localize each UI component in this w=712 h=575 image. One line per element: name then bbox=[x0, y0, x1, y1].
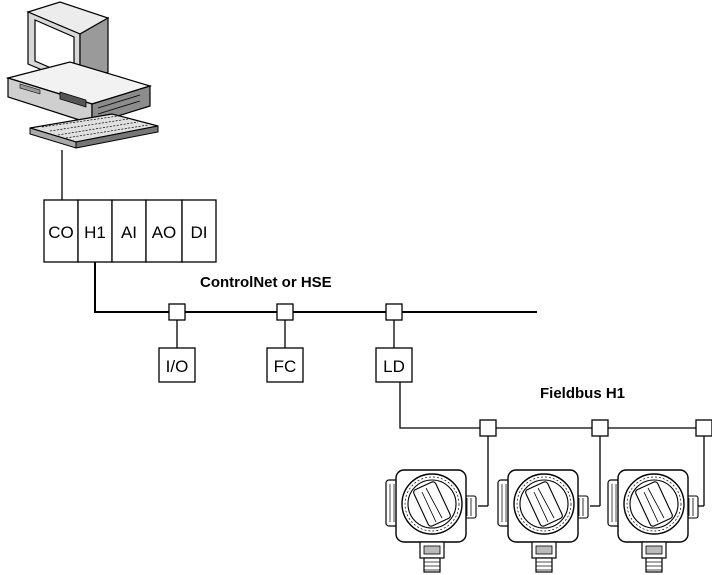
device-fc: FC bbox=[266, 347, 304, 383]
field-instrument-2 bbox=[497, 469, 589, 573]
junction-fc bbox=[276, 303, 294, 321]
workstation-icon bbox=[5, 1, 159, 149]
module-slot-ao bbox=[145, 199, 183, 263]
fieldbus-junction-1 bbox=[479, 419, 497, 437]
keyboard bbox=[29, 113, 159, 149]
fieldbus-junction-3 bbox=[695, 419, 712, 437]
fieldbus-junction-2 bbox=[591, 419, 609, 437]
junction-io bbox=[168, 303, 186, 321]
module-slot-co bbox=[43, 199, 79, 263]
module-slot-h1 bbox=[77, 199, 113, 263]
device-ld: LD bbox=[375, 347, 413, 383]
module-label-co: CO bbox=[48, 223, 74, 242]
module-label-h1: H1 bbox=[84, 223, 106, 242]
fieldbus-h1-line bbox=[399, 382, 712, 507]
junction-ld bbox=[385, 303, 403, 321]
device-ld-label: LD bbox=[383, 357, 405, 376]
device-fc-label: FC bbox=[274, 357, 297, 376]
upper-network-label: ControlNet or HSE bbox=[200, 274, 332, 291]
upper-network-bus bbox=[94, 262, 537, 348]
lower-network-label: Fieldbus H1 bbox=[540, 385, 625, 402]
system-unit bbox=[5, 61, 153, 125]
module-label-di: DI bbox=[191, 223, 208, 242]
field-instrument-1 bbox=[385, 469, 477, 573]
device-io: I/O bbox=[158, 347, 196, 383]
module-label-ao: AO bbox=[152, 223, 177, 242]
field-instrument-3 bbox=[607, 469, 699, 573]
module-slot-ai bbox=[111, 199, 147, 263]
controller-rack: CO H1 AI AO DI bbox=[43, 199, 217, 263]
module-slot-di bbox=[181, 199, 217, 263]
device-io-label: I/O bbox=[166, 357, 189, 376]
module-label-ai: AI bbox=[121, 223, 137, 242]
